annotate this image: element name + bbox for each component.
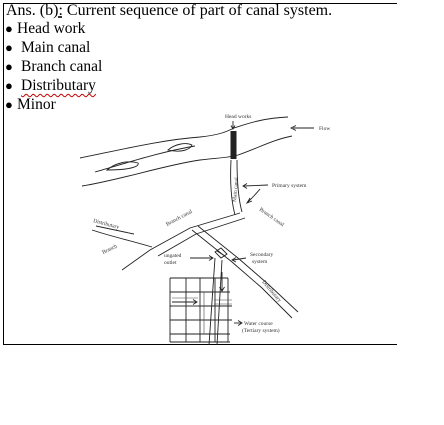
secondary-system-pointer bbox=[232, 257, 247, 261]
branch-left-label: Branch bbox=[101, 244, 118, 256]
bullet-icon: ● bbox=[5, 21, 13, 36]
branch-canal-bank bbox=[157, 217, 246, 257]
bullet-icon: ● bbox=[5, 59, 13, 74]
head-works-gate bbox=[230, 131, 237, 159]
head-works-label: Head works bbox=[225, 114, 251, 120]
secondary-system-label-1: Secondary bbox=[250, 252, 273, 258]
water-course-label-1: Water course bbox=[244, 321, 273, 327]
answer-colon: : bbox=[58, 2, 63, 19]
field-channel-hatching bbox=[172, 292, 232, 334]
river-lower-bank bbox=[81, 135, 293, 187]
distributary-diagonal bbox=[191, 229, 293, 319]
answer-title: Ans. (b): Current sequence of part of ca… bbox=[6, 2, 332, 20]
distributary-left-label: Distributary bbox=[92, 218, 119, 231]
primary-system-arrow bbox=[243, 184, 269, 187]
distributary-text: Distributary bbox=[21, 77, 96, 94]
water-course-vertical bbox=[208, 257, 216, 346]
bullet-icon: ● bbox=[5, 40, 13, 55]
ungated-outlet-label-2: outlet bbox=[164, 260, 177, 266]
bullet-icon: ● bbox=[5, 78, 13, 93]
distributary-right-label: Distributary bbox=[260, 279, 282, 303]
primary-pointer bbox=[247, 188, 261, 203]
primary-system-label: Primary system bbox=[272, 183, 307, 189]
answer-prefix: Ans. (b) bbox=[6, 2, 59, 19]
answer-frame bbox=[3, 3, 397, 345]
list-item-branch-canal: Branch canal bbox=[21, 58, 103, 75]
outlet-structure bbox=[214, 247, 228, 259]
list-item-head-work: Head work bbox=[17, 20, 86, 37]
bullet-icon: ● bbox=[5, 97, 13, 112]
distributary-left-canal bbox=[91, 229, 153, 248]
branch-canal-left-label: Branch canal bbox=[165, 209, 194, 228]
list-item-main-canal: Main canal bbox=[21, 39, 91, 56]
main-canal-label: Main canal bbox=[232, 177, 240, 202]
list-item-minor: Minor bbox=[17, 96, 56, 113]
river-midline bbox=[94, 145, 196, 173]
ungated-outlet-label-1: ungated bbox=[164, 253, 182, 259]
branch-canal-right-label: Branch canal bbox=[258, 207, 285, 229]
main-canal-left-bank bbox=[230, 159, 236, 216]
main-canal-right-bank bbox=[236, 159, 243, 213]
flow-label: Flow bbox=[319, 126, 330, 132]
list-item-distributary: Distributary bbox=[21, 77, 96, 95]
branch-canal bbox=[121, 212, 241, 271]
river-upper-bank bbox=[79, 116, 289, 159]
secondary-system-label-2: system bbox=[252, 259, 268, 265]
river-island-2 bbox=[167, 143, 193, 152]
water-course-label-2: (Tertiary system) bbox=[242, 327, 280, 334]
field-grid bbox=[169, 277, 232, 343]
river-island-1 bbox=[105, 161, 139, 171]
answer-title-text: Current sequence of part of canal system… bbox=[62, 2, 333, 19]
